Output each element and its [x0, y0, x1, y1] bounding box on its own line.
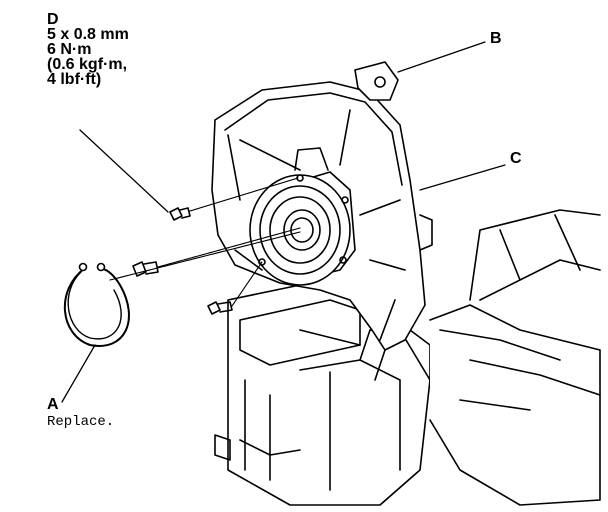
bolt-lower	[207, 301, 233, 315]
leader-c	[419, 164, 506, 191]
flange-bolts	[132, 207, 233, 315]
callout-a-note: Replace.	[47, 414, 115, 430]
callout-d-spec-line: 4 lbf·ft)	[47, 71, 102, 88]
lower-arm	[429, 209, 601, 506]
bolt-middle	[132, 261, 159, 277]
bolt-upper	[169, 207, 191, 221]
leader-b	[397, 41, 486, 73]
shield-mount-hole	[374, 76, 386, 88]
callout-b-letter: B	[490, 30, 502, 47]
shield-mount-tab	[354, 61, 399, 101]
callout-d-letter: D	[47, 11, 59, 28]
callout-d-spec-line: (0.6 kgf·m,	[47, 56, 128, 73]
install-lines	[109, 177, 301, 307]
callout-d-spec: D 5 x 0.8 mm 6 N·m (0.6 kgf·m, 4 lbf·ft)	[47, 11, 129, 88]
hub-bearing	[249, 147, 356, 286]
leader-d	[79, 129, 169, 213]
callout-d-spec-line: 5 x 0.8 mm	[47, 26, 129, 43]
leader-lines	[61, 41, 506, 403]
callout-a-letter: A	[47, 396, 59, 413]
callout-c-letter: C	[510, 150, 522, 167]
callout-d-spec-line: 6 N·m	[47, 41, 92, 58]
snap-ring	[63, 262, 130, 347]
leader-a	[61, 344, 96, 403]
